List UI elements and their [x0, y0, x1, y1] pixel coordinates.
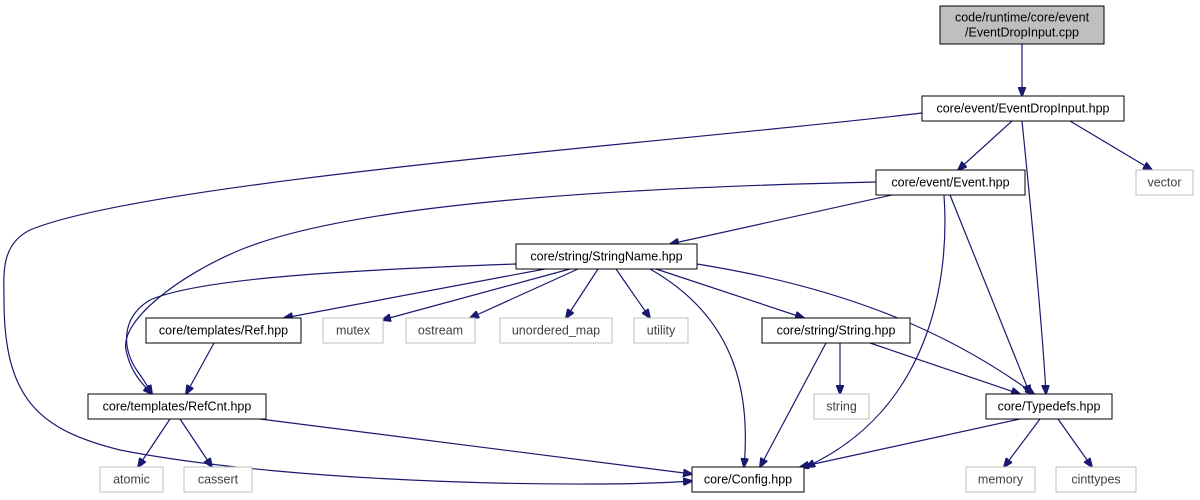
edge-string_hpp-to-typedefs_hpp	[869, 342, 1020, 394]
node-box	[87, 393, 267, 420]
node-box	[1135, 169, 1194, 196]
edge-typedefs_hpp-to-cinttypes	[1057, 418, 1092, 467]
edge-stringname_hpp-to-ostream	[470, 268, 579, 318]
node-atomic: atomic	[99, 466, 164, 493]
node-label: core/string/String.hpp	[777, 324, 896, 338]
edge-stringname_hpp-to-string_hpp	[655, 268, 804, 318]
edge-stringname_hpp-to-mutex	[382, 268, 571, 320]
node-memory: memory	[965, 466, 1036, 493]
node-box	[633, 317, 689, 344]
edge-typedefs_hpp-to-memory	[1004, 418, 1041, 467]
node-box	[939, 5, 1105, 45]
node-label: string	[826, 400, 857, 414]
edge-event_hpp-to-stringname_hpp	[670, 194, 893, 244]
node-label: mutex	[336, 324, 371, 338]
edge-ref_hpp-to-refcnt_hpp	[186, 342, 215, 394]
edge-eventdropinput_hpp-to-vector	[1069, 120, 1152, 170]
node-cassert: cassert	[183, 466, 253, 493]
node-box	[405, 317, 476, 344]
node-label: code/runtime/core/event	[955, 11, 1090, 25]
node-stringname_hpp[interactable]: core/string/StringName.hpp	[515, 243, 698, 270]
edge-stringname_hpp-to-refcnt_hpp	[126, 263, 517, 394]
node-box	[322, 317, 384, 344]
node-label: unordered_map	[512, 324, 600, 338]
node-label: core/templates/Ref.hpp	[159, 324, 288, 338]
node-box	[985, 393, 1113, 420]
node-label: core/templates/RefCnt.hpp	[103, 400, 252, 414]
node-label: utility	[647, 324, 676, 338]
node-label: /EventDropInput.cpp	[965, 26, 1079, 40]
node-box	[1055, 466, 1137, 493]
node-label: memory	[978, 473, 1024, 487]
edge-event_hpp-to-refcnt_hpp	[125, 181, 877, 394]
node-box	[499, 317, 613, 344]
node-label: ostream	[418, 324, 463, 338]
edge-refcnt_hpp-to-atomic	[138, 418, 171, 467]
node-root[interactable]: code/runtime/core/event/EventDropInput.c…	[939, 5, 1105, 45]
edge-string_hpp-to-config_hpp	[760, 342, 827, 467]
node-cinttypes: cinttypes	[1055, 466, 1137, 493]
node-label: cassert	[198, 473, 239, 487]
node-ostream: ostream	[405, 317, 476, 344]
node-box	[515, 243, 698, 270]
node-mutex: mutex	[322, 317, 384, 344]
node-label: cinttypes	[1071, 473, 1120, 487]
edge-eventdropinput_hpp-to-event_hpp	[958, 120, 1013, 170]
node-box	[965, 466, 1036, 493]
node-label: vector	[1147, 176, 1181, 190]
node-label: core/event/Event.hpp	[891, 176, 1009, 190]
edge-stringname_hpp-to-config_hpp	[649, 268, 745, 467]
edge-event_hpp-to-typedefs_hpp	[949, 194, 1030, 394]
node-box	[875, 169, 1026, 196]
node-label: core/Config.hpp	[704, 473, 792, 487]
nodes: code/runtime/core/event/EventDropInput.c…	[87, 5, 1194, 493]
node-refcnt_hpp[interactable]: core/templates/RefCnt.hpp	[87, 393, 267, 420]
node-typedefs_hpp[interactable]: core/Typedefs.hpp	[985, 393, 1113, 420]
node-label: atomic	[113, 473, 150, 487]
edge-eventdropinput_hpp-to-config_hpp	[3, 112, 923, 484]
node-event_hpp[interactable]: core/event/Event.hpp	[875, 169, 1026, 196]
node-vector: vector	[1135, 169, 1194, 196]
node-box	[99, 466, 164, 493]
node-box	[145, 317, 302, 344]
edge-stringname_hpp-to-utility	[615, 268, 650, 318]
node-string: string	[813, 393, 870, 420]
node-label: core/Typedefs.hpp	[998, 400, 1101, 414]
node-unordered_map: unordered_map	[499, 317, 613, 344]
node-config_hpp[interactable]: core/Config.hpp	[691, 466, 805, 493]
node-eventdropinput_hpp[interactable]: core/event/EventDropInput.hpp	[921, 95, 1125, 122]
edge-eventdropinput_hpp-to-typedefs_hpp	[1021, 120, 1046, 394]
node-ref_hpp[interactable]: core/templates/Ref.hpp	[145, 317, 302, 344]
node-box	[761, 317, 911, 344]
edge-stringname_hpp-to-ref_hpp	[284, 268, 546, 318]
node-box	[183, 466, 253, 493]
node-label: core/event/EventDropInput.hpp	[936, 102, 1109, 116]
node-utility: utility	[633, 317, 689, 344]
node-box	[691, 466, 805, 493]
edge-typedefs_hpp-to-config_hpp	[800, 418, 1021, 467]
node-label: core/string/StringName.hpp	[530, 250, 682, 264]
node-box	[813, 393, 870, 420]
edge-stringname_hpp-to-unordered_map	[566, 268, 599, 318]
edge-refcnt_hpp-to-cassert	[179, 418, 212, 467]
edge-event_hpp-to-config_hpp	[806, 194, 946, 467]
node-string_hpp[interactable]: core/string/String.hpp	[761, 317, 911, 344]
node-box	[921, 95, 1125, 122]
edge-refcnt_hpp-to-config_hpp	[259, 418, 692, 474]
